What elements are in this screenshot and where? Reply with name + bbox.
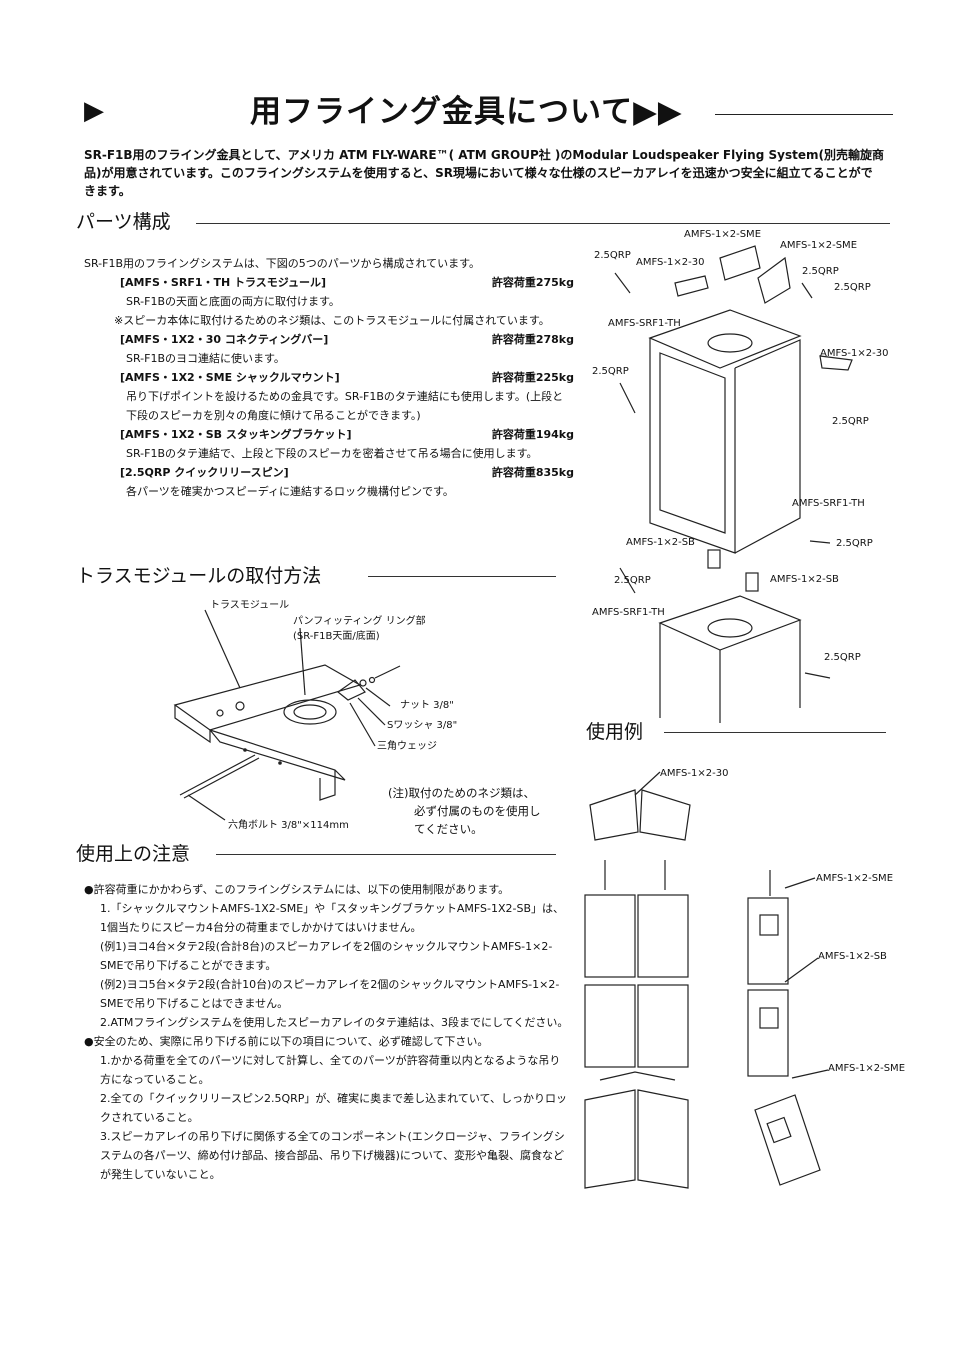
truss-module-diagram [173,609,401,821]
caution-line: 1.かかる荷重を全てのパーツに対して計算し、全てのパーツが許容荷重以内となるよう… [100,1054,561,1086]
label-th-top: AMFS-SRF1-TH [608,318,681,329]
part-item-shackle: [AMFS・1X2・SME シャックルマウント] 許容荷重225kg [84,368,574,387]
caution-line: ●安全のため、実際に吊り下げる前に以下の項目について、必ず確認して下さい。 [84,1035,489,1048]
label-sb-right: AMFS-1×2-SB [770,574,839,585]
part-desc: SR-F1Bの天面と底面の両方に取付けます。 [126,295,340,308]
note-line: てください。 [414,822,483,836]
caution-heading: 使用上の注意 [76,843,191,865]
truss-heading-rule [368,576,556,577]
label-qrp-4: 2.5QRP [592,366,629,377]
label-qrp-7: 2.5QRP [614,575,651,586]
caution-line: ●許容荷重にかかわらず、このフライングシステムには、以下の使用制限があります。 [84,883,510,896]
label-usage-sme1: AMFS-1×2-SME [816,873,894,884]
page-title: 用フライング金具について▶▶ [250,94,683,130]
caution-line: 2.全ての「クイックリリースピン2.5QRP」が、確実に奥まで差し込まれていて、… [100,1092,567,1124]
part-name: [2.5QRP クイックリリースピン] [120,466,289,479]
caution-line: (例1)ヨコ4台×タテ2段(合計8台)のスピーカアレイを2個のシャックルマウント… [100,940,553,972]
parts-lead: SR-F1B用のフライングシステムは、下図の5つのパーツから構成されています。 [84,257,481,270]
label-washer: Sワッシャ 3/8" [387,720,458,731]
label-usage-sb: AMFS-1×2-SB [818,951,887,962]
title-arrow-icon: ▶ [84,96,104,126]
part-load: 許容荷重278kg [491,333,574,346]
label-sme-right: AMFS-1×2-SME [780,240,858,251]
label-qrp-6: 2.5QRP [836,538,873,549]
label-bar-right: AMFS-1×2-30 [820,348,889,359]
caution-line: 1.「シャックルマウントAMFS-1X2-SME」や「スタッキングブラケットAM… [100,902,564,934]
label-wedge: 三角ウェッジ [377,741,437,752]
part-item-truss: [AMFS・SRF1・TH トラスモジュール] 許容荷重275kg [84,273,574,292]
caution-line: 3.スピーカアレイの吊り下げに関係する全てのコンポーネント(エンクロージャ、フラ… [100,1130,565,1181]
part-desc: 各パーツを確実かつスピーディに連結するロック機構付ピンです。 [126,485,454,498]
label-bar-top: AMFS-1×2-30 [636,257,705,268]
part-load: 許容荷重225kg [491,371,574,384]
part-name: [AMFS・1X2・SB スタッキングブラケット] [120,428,352,441]
parts-list: SR-F1B用のフライングシステムは、下図の5つのパーツから構成されています。 … [84,254,574,501]
parts-remark: ※スピーカ本体に取付けるためのネジ類は、このトラスモジュールに付属されています。 [114,314,550,327]
part-name: [AMFS・1X2・30 コネクティングバー] [120,333,329,346]
part-desc: 吊り下げポイントを設けるための金具です。SR-F1Bのタテ連結にも使用します。(… [126,390,564,422]
label-ring: パンフィッティング リング部 [293,616,426,627]
usage-examples-diagram [584,771,829,1189]
label-qrp-3: 2.5QRP [834,282,871,293]
label-usage-sme2: AMFS-1×2-SME [828,1063,906,1074]
part-desc: SR-F1Bのヨコ連結に使います。 [126,352,285,365]
label-qrp-2: 2.5QRP [802,266,839,277]
label-usage-bar: AMFS-1×2-30 [660,768,729,779]
part-desc: SR-F1Bのタテ連結で、上段と下段のスピーカを密着させて吊る場合に使用します。 [126,447,538,460]
caution-heading-rule [216,854,556,855]
caution-line: (例2)ヨコ5台×タテ2段(合計10台)のスピーカアレイを2個のシャックルマウン… [100,978,560,1010]
part-load: 許容荷重275kg [491,276,574,289]
label-nut: ナット 3/8" [400,700,454,711]
label-qrp-5: 2.5QRP [832,416,869,427]
truss-heading: トラスモジュールの取付方法 [76,565,322,587]
part-name: [AMFS・1X2・SME シャックルマウント] [120,371,340,384]
note-line: 必ず付属のものを使用し [414,804,541,818]
caution-list: ●許容荷重にかかわらず、このフライングシステムには、以下の使用制限があります。 … [84,880,570,1184]
label-qrp-1: 2.5QRP [594,250,631,261]
part-name: [AMFS・SRF1・TH トラスモジュール] [120,276,327,289]
label-bolt: 六角ボルト 3/8"×114mm [228,820,349,831]
part-load: 許容荷重194kg [491,428,574,441]
exploded-view-diagram [614,245,853,723]
usage-heading-rule [664,732,886,733]
label-sb-left: AMFS-1×2-SB [626,537,695,548]
usage-heading: 使用例 [586,721,644,743]
label-th-right: AMFS-SRF1-TH [792,498,865,509]
parts-heading-rule [196,223,890,224]
truss-note: (注)取付のためのネジ類は、 必ず付属のものを使用し てください。 [388,784,541,838]
note-line: (注)取付のためのネジ類は、 [388,786,535,800]
caution-line: 2.ATMフライングシステムを使用したスピーカアレイのタテ連結は、3段までにして… [100,1016,569,1029]
intro-paragraph: SR-F1B用のフライング金具として、アメリカ ATM FLY-WARE™( A… [84,148,884,198]
part-load: 許容荷重835kg [491,466,574,479]
label-ring-sub: (SR-F1B天面/底面) [293,631,380,642]
label-qrp-8: 2.5QRP [824,652,861,663]
title-rule [715,114,893,115]
parts-heading: パーツ構成 [76,211,171,233]
part-item-pin: [2.5QRP クイックリリースピン] 許容荷重835kg [84,463,574,482]
label-truss-module: トラスモジュール [210,600,290,611]
part-item-bar: [AMFS・1X2・30 コネクティングバー] 許容荷重278kg [84,330,574,349]
part-item-bracket: [AMFS・1X2・SB スタッキングブラケット] 許容荷重194kg [84,425,574,444]
label-sme-top: AMFS-1×2-SME [684,229,762,240]
label-th-bottom: AMFS-SRF1-TH [592,607,665,618]
